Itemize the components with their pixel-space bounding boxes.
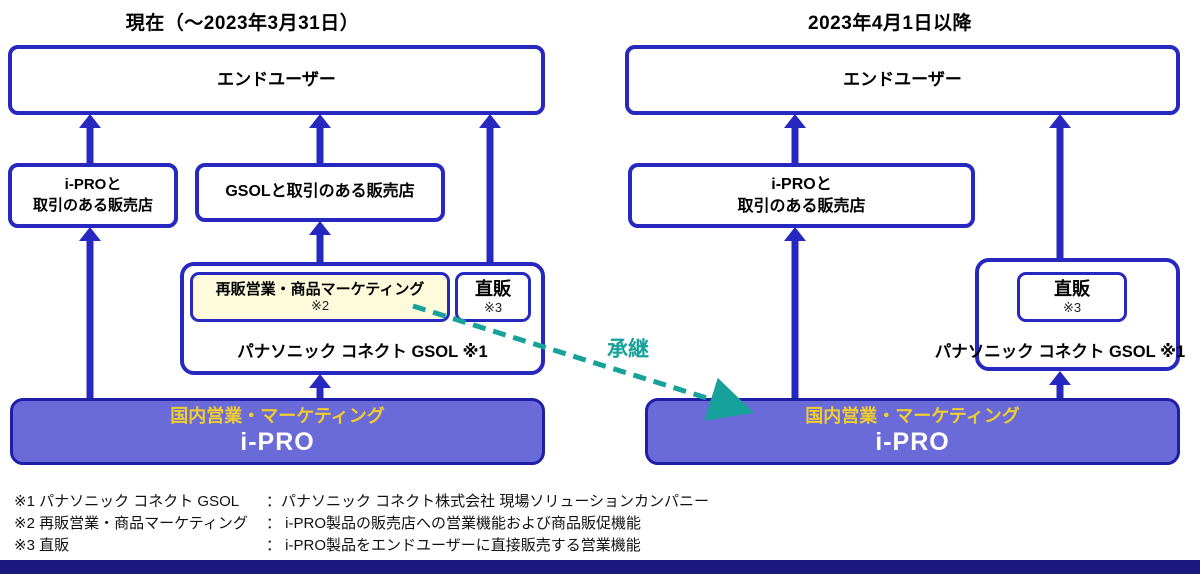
right-dealer-box: i-PROと 取引のある販売店 xyxy=(628,163,975,228)
arrow-up-icon xyxy=(309,374,331,388)
left-end-user-box: エンドユーザー xyxy=(8,45,545,115)
connector-line xyxy=(316,233,324,262)
left-resale-marketing-note: ※2 xyxy=(310,297,330,313)
left-resale-marketing-box: 再販営業・商品マーケティング ※2 xyxy=(190,272,450,322)
right-direct-sales-label: 直販 xyxy=(1054,279,1090,299)
footnote-1-term: ※1 パナソニック コネクト GSOL xyxy=(14,493,240,510)
left-ipro-function-label: 国内営業・マーケティング xyxy=(170,406,385,427)
connector-line xyxy=(486,125,494,262)
left-direct-dealer-line2: 取引のある販売店 xyxy=(32,196,153,214)
right-end-user-label: エンドユーザー xyxy=(843,69,962,89)
right-end-user-box: エンドユーザー xyxy=(625,45,1180,115)
footnote-2-term: ※2 再販営業・商品マーケティング xyxy=(14,515,248,532)
arrow-up-icon xyxy=(79,114,101,128)
arrow-up-icon xyxy=(784,227,806,241)
right-gsol-group-box xyxy=(975,258,1180,371)
left-direct-sales-label: 直販 xyxy=(475,279,511,299)
left-end-user-label: エンドユーザー xyxy=(217,69,336,89)
left-direct-sales-note: ※3 xyxy=(483,299,503,315)
arrow-up-icon xyxy=(479,114,501,128)
footnote-1-definition: ：パナソニック コネクト株式会社 現場ソリューションカンパニー xyxy=(266,493,710,510)
left-direct-dealer-box: i-PROと 取引のある販売店 xyxy=(8,163,178,228)
left-gsol-dealer-box: GSOLと取引のある販売店 xyxy=(195,163,445,222)
left-direct-dealer-line1: i-PROと xyxy=(64,176,122,194)
right-ipro-box: 国内営業・マーケティング i-PRO xyxy=(645,398,1180,465)
connector-line xyxy=(1056,125,1064,258)
right-gsol-company-label: パナソニック コネクト GSOL ※1 xyxy=(934,343,1186,361)
left-diagram-title: 現在（～2023年3月31日） xyxy=(125,13,360,34)
right-dealer-line1: i-PROと xyxy=(771,175,832,193)
right-dealer-line2: 取引のある販売店 xyxy=(737,197,866,215)
left-ipro-company-name: i-PRO xyxy=(240,427,315,456)
arrow-up-icon xyxy=(309,221,331,235)
footnote-2-definition: ： i-PRO製品の販売店への営業機能および商品販促機能 xyxy=(266,515,642,532)
arrow-up-icon xyxy=(79,227,101,241)
connector-line xyxy=(1056,383,1064,398)
footnotes: ※1 パナソニック コネクト GSOL ：パナソニック コネクト株式会社 現場ソ… xyxy=(14,491,709,557)
arrow-up-icon xyxy=(309,114,331,128)
left-direct-sales-box: 直販 ※3 xyxy=(455,272,531,322)
footnote-3-definition: ： i-PRO製品をエンドユーザーに直接販売する営業機能 xyxy=(266,537,641,554)
right-direct-sales-box: 直販 ※3 xyxy=(1017,272,1127,322)
connector-line xyxy=(316,125,324,163)
connector-line xyxy=(86,125,94,163)
left-resale-marketing-label: 再販営業・商品マーケティング xyxy=(215,280,425,298)
right-ipro-company-name: i-PRO xyxy=(875,427,950,456)
right-diagram-title: 2023年4月1日以降 xyxy=(808,13,972,34)
connector-line xyxy=(791,125,799,163)
arrow-up-icon xyxy=(784,114,806,128)
left-gsol-dealer-label: GSOLと取引のある販売店 xyxy=(225,183,415,201)
right-direct-sales-note: ※3 xyxy=(1062,299,1082,315)
footer-bar xyxy=(0,560,1200,574)
connector-line xyxy=(316,386,324,398)
transfer-arrow-label: 承継 xyxy=(607,338,649,361)
arrow-up-icon xyxy=(1049,114,1071,128)
arrow-up-icon xyxy=(1049,371,1071,385)
connector-line xyxy=(86,239,94,398)
left-gsol-company-label: パナソニック コネクト GSOL ※1 xyxy=(237,343,488,361)
right-ipro-function-label: 国内営業・マーケティング xyxy=(805,406,1020,427)
left-ipro-box: 国内営業・マーケティング i-PRO xyxy=(10,398,545,465)
footnote-3-term: ※3 直販 xyxy=(14,537,70,554)
connector-line xyxy=(791,239,799,398)
